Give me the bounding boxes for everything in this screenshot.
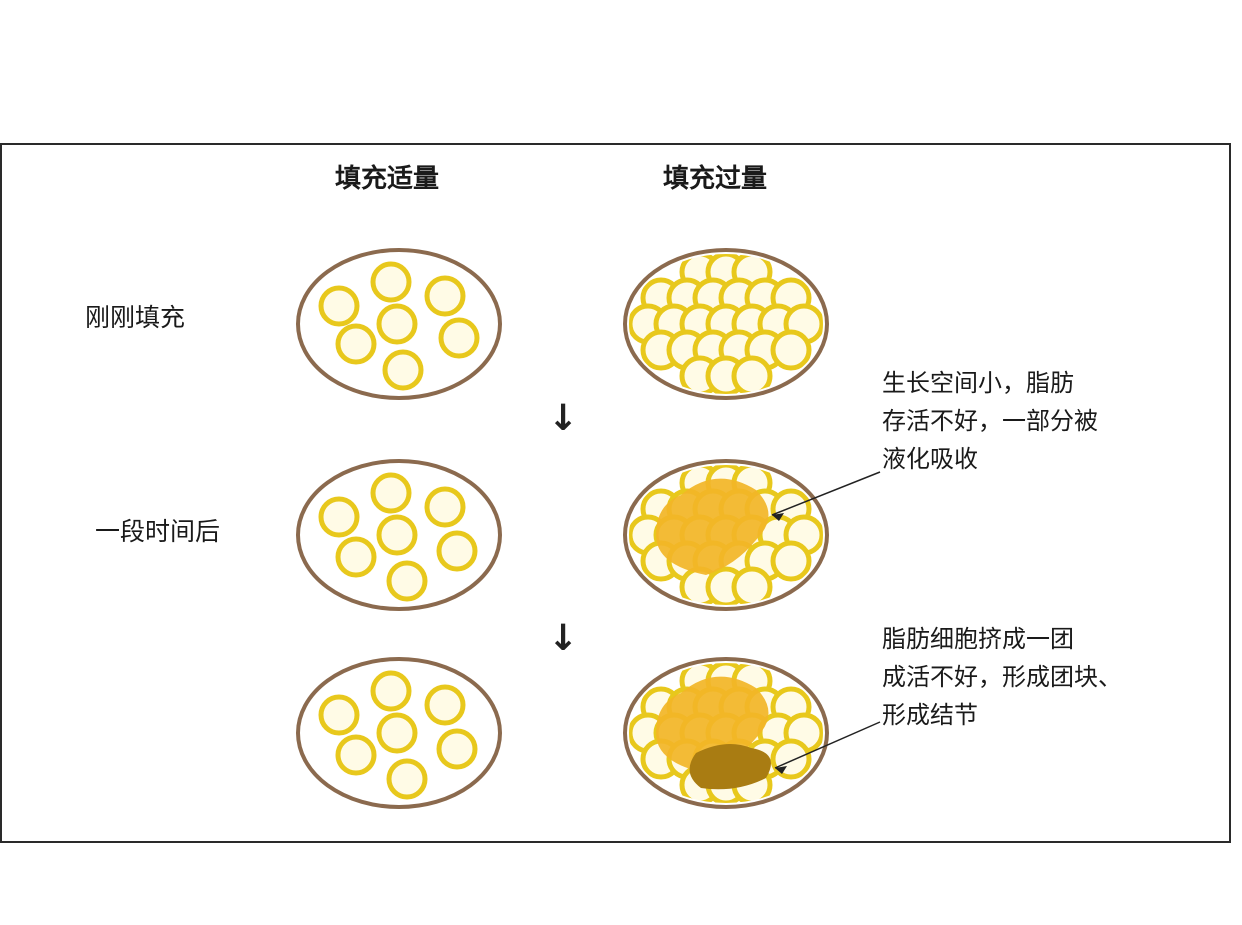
- down-arrow-icon: ↓: [548, 398, 579, 439]
- fat-cell: [424, 275, 466, 317]
- capsule-moderate: [296, 248, 502, 400]
- column-title-moderate: 填充适量: [335, 164, 440, 194]
- moderate-fill-column: [296, 248, 502, 809]
- capsule-excess: [623, 248, 829, 400]
- leader-line: [774, 721, 881, 769]
- fat-cell: [438, 317, 480, 359]
- fat-cell: [770, 540, 812, 582]
- fat-cell: [770, 738, 812, 780]
- fat-cell: [386, 758, 428, 800]
- fat-cell: [370, 261, 412, 303]
- capsule-moderate: [296, 657, 502, 809]
- fat-cell: [436, 530, 478, 572]
- fat-cell: [335, 536, 377, 578]
- fat-cell: [376, 514, 418, 556]
- row-label-just-filled: 刚刚填充: [85, 303, 186, 332]
- fat-cell: [436, 728, 478, 770]
- fat-cell: [376, 303, 418, 345]
- leader-line: [771, 471, 881, 516]
- leader-arrowhead: [775, 766, 787, 774]
- note-liquefied-absorbed: 生长空间小，脂肪 存活不好，一部分被 液化吸收: [882, 369, 1098, 473]
- fat-cell: [370, 472, 412, 514]
- excess-fill-column: [623, 248, 829, 809]
- fat-cell: [376, 712, 418, 754]
- fat-cell: [731, 566, 773, 605]
- diagram-frame: [0, 143, 1231, 843]
- fat-cell-cluster: [629, 663, 823, 803]
- fat-cell: [424, 684, 466, 726]
- fat-cell: [370, 670, 412, 712]
- row-label-after-time: 一段时间后: [95, 517, 221, 546]
- fat-cell: [318, 694, 360, 736]
- leader-arrowhead: [772, 513, 784, 521]
- fat-cell: [335, 323, 377, 365]
- liquefied-clump: [656, 478, 769, 575]
- nodule-mass: [689, 744, 771, 790]
- down-arrow-icon: ↓: [548, 618, 579, 659]
- fat-cell: [386, 560, 428, 602]
- fat-cell: [335, 734, 377, 776]
- capsule-excess: [623, 657, 829, 809]
- fat-cell-cluster: [629, 254, 823, 394]
- fat-cell-cluster: [629, 465, 823, 605]
- fat-cell: [318, 285, 360, 327]
- fat-cell: [731, 355, 773, 394]
- fat-cell: [382, 349, 424, 391]
- fat-cell: [770, 329, 812, 371]
- capsule-excess: [623, 459, 829, 611]
- column-title-excess: 填充过量: [663, 164, 768, 194]
- capsule-moderate: [296, 459, 502, 611]
- fat-cell: [318, 496, 360, 538]
- annotation-leaders: [771, 471, 881, 774]
- note-nodule-formation: 脂肪细胞挤成一团 成活不好，形成团块、 形成结节: [882, 625, 1122, 729]
- fat-cell: [424, 486, 466, 528]
